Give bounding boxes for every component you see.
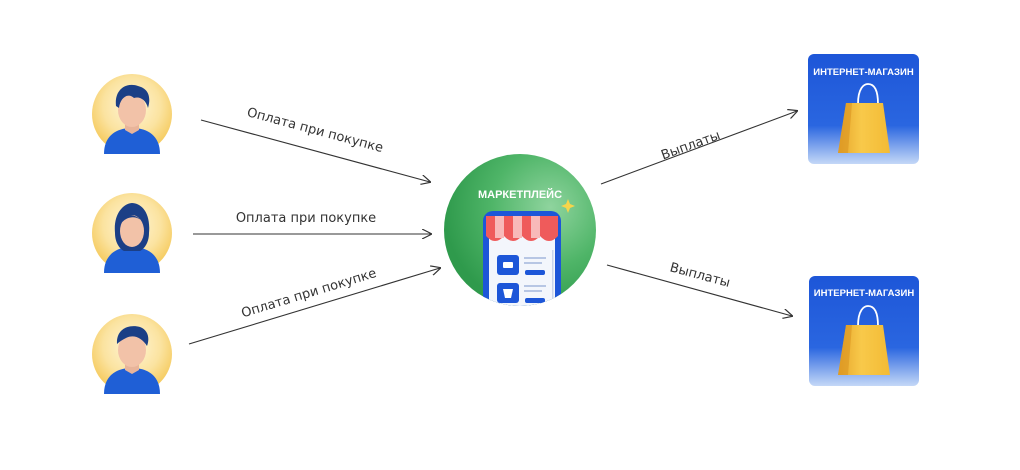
customer-2 [92,193,172,273]
payment-label-3: Оплата при покупке [240,266,379,321]
online-store-2: ИНТЕРНЕТ-МАГАЗИН [809,276,919,386]
sparkle-icon [561,199,575,213]
product-card-2 [497,283,546,303]
female-person-icon [104,203,160,273]
payment-arrow-1 [200,119,430,182]
awning-icon [486,216,558,241]
payout-arrow-1 [600,111,797,185]
online-store-1: ИНТЕРНЕТ-МАГАЗИН [808,54,919,164]
product-card-1 [497,255,546,275]
store-title: ИНТЕРНЕТ-МАГАЗИН [814,288,915,299]
customer-3 [92,314,172,394]
payout-arrow-2 [606,264,792,316]
male-person-icon [104,84,160,154]
marketplace-title: МАРКЕТПЛЕЙС [478,188,562,201]
payment-label-2: Оплата при покупке [236,211,376,226]
store-title: ИНТЕРНЕТ-МАГАЗИН [813,67,914,78]
payout-label-1: Выплаты [659,128,722,163]
shopping-bag-icon [838,305,890,375]
male-person-icon [104,326,160,394]
phone-icon [483,211,561,306]
marketplace: МАРКЕТПЛЕЙС [444,154,596,306]
payment-label-1: Оплата при покупке [245,105,384,156]
shopping-bag-icon [838,83,890,153]
payout-label-2: Выплаты [668,260,732,290]
customer-1 [92,74,172,154]
payment-arrow-3 [188,268,440,345]
